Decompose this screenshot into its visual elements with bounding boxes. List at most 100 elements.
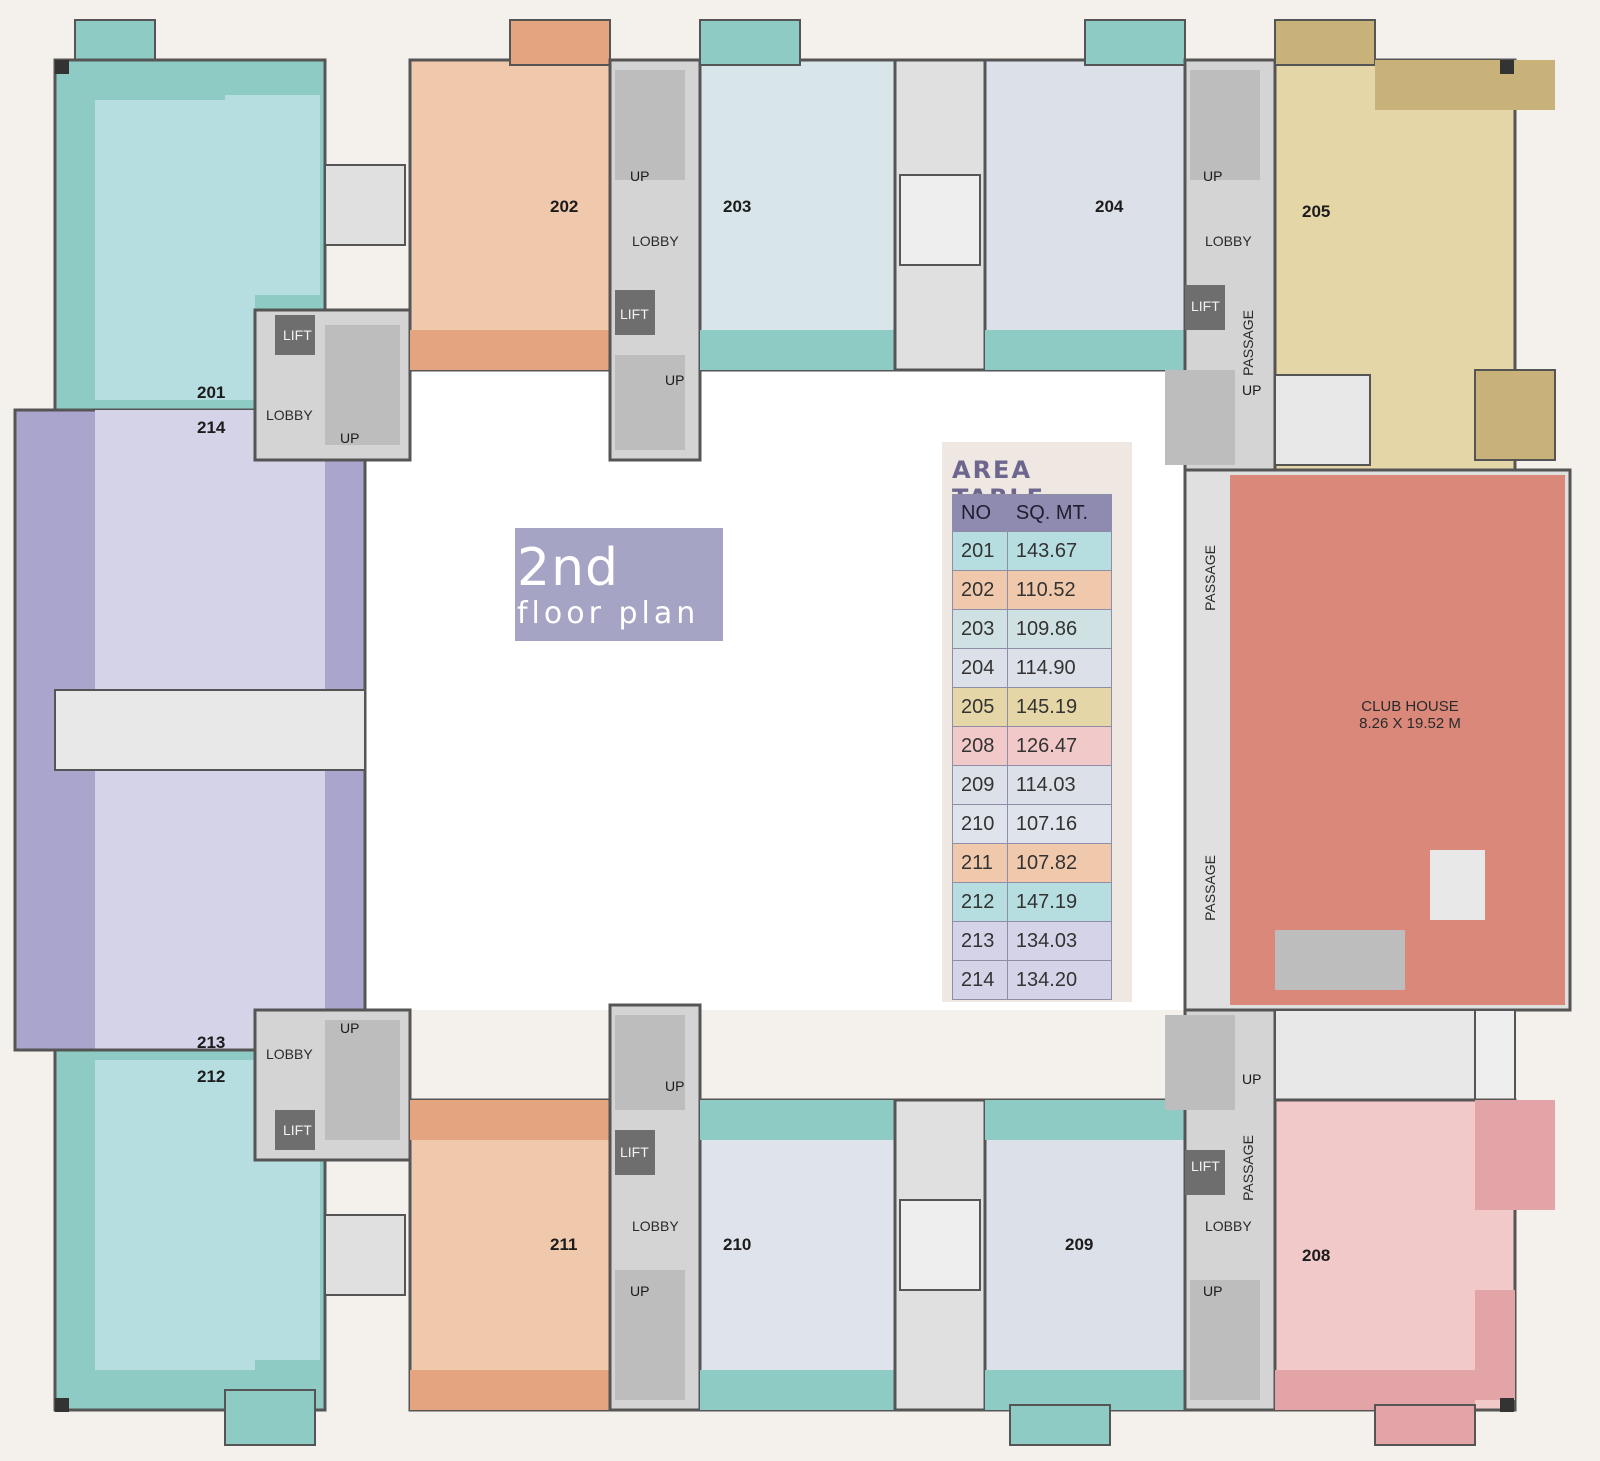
area-table-panel: AREA TABLE NO SQ. MT. 201143.67202110.52… — [942, 442, 1132, 1002]
area-table-cell-area: 114.90 — [1006, 648, 1113, 688]
area-table-cell-area: 145.19 — [1006, 687, 1113, 727]
lobby-label-top-2: LOBBY — [1205, 233, 1252, 249]
area-table-cell-area: 126.47 — [1006, 726, 1113, 766]
top-core-1 — [608, 58, 702, 462]
top-duct-1 — [893, 58, 987, 372]
unit-label-210: 210 — [723, 1235, 752, 1254]
up-label-bottom-2b: UP — [1203, 1283, 1223, 1299]
area-table-cell-no: 212 — [952, 882, 1008, 922]
area-table-cell-no: 210 — [952, 804, 1008, 844]
area-table-cell-area: 107.82 — [1006, 843, 1113, 883]
passage-label-club-lower: PASSAGE — [1202, 855, 1218, 921]
area-table-cell-no: 214 — [952, 960, 1008, 1000]
unit-214-213-block — [13, 408, 367, 1052]
unit-label-211: 211 — [550, 1235, 578, 1254]
unit-label-203: 203 — [723, 197, 752, 216]
unit-label-202: 202 — [550, 197, 579, 216]
unit-208-block — [1273, 1009, 1555, 1446]
up-label-top-1b: UP — [665, 372, 685, 388]
area-table-cell-no: 213 — [952, 921, 1008, 961]
club-house-block — [1183, 468, 1572, 1012]
corner-columns — [55, 60, 1514, 1412]
club-house-name: CLUB HOUSE — [1361, 698, 1459, 715]
area-table-cell-no: 203 — [952, 609, 1008, 649]
unit-209-block — [983, 1098, 1187, 1446]
area-table-cell-no: 201 — [952, 531, 1008, 571]
bottom-duct-1 — [893, 1098, 987, 1412]
area-table-header-row: NO SQ. MT. — [952, 494, 1113, 532]
unit-203-block — [698, 19, 897, 372]
unit-label-213: 213 — [197, 1033, 226, 1052]
area-table-cell-area: 143.67 — [1006, 531, 1113, 571]
up-label-bottom-1a: UP — [665, 1078, 685, 1094]
left-core — [253, 164, 412, 1296]
unit-label-208: 208 — [1302, 1246, 1331, 1265]
unit-label-205: 205 — [1302, 202, 1331, 221]
unit-label-201: 201 — [197, 383, 226, 402]
up-label-bottom-1b: UP — [630, 1283, 650, 1299]
area-table-cell-area: 147.19 — [1006, 882, 1113, 922]
plan-title-sub: floor plan — [517, 596, 700, 631]
lobby-label-bottom-1: LOBBY — [632, 1218, 679, 1234]
lift-label-bottom-2: LIFT — [1191, 1158, 1220, 1174]
unit-202-block — [408, 19, 612, 372]
up-label-top-2a: UP — [1203, 168, 1223, 184]
passage-label-club-upper: PASSAGE — [1202, 545, 1218, 611]
lift-label-top-2: LIFT — [1191, 298, 1220, 314]
up-label-bottom-2a: UP — [1242, 1071, 1262, 1087]
area-table-cell-no: 211 — [952, 843, 1008, 883]
area-table-header-no: NO — [952, 494, 1008, 532]
lobby-label-bottom-2: LOBBY — [1205, 1218, 1252, 1234]
lift-label-left-top: LIFT — [283, 327, 312, 343]
club-house-size: 8.26 X 19.52 M — [1359, 715, 1461, 732]
lift-label-bottom-1: LIFT — [620, 1144, 649, 1160]
up-label-left-top: UP — [340, 430, 360, 446]
lobby-label-left-top: LOBBY — [266, 407, 313, 423]
unit-label-209: 209 — [1065, 1235, 1094, 1254]
area-table-cell-area: 110.52 — [1006, 570, 1113, 610]
area-table-cell-no: 204 — [952, 648, 1008, 688]
unit-210-block — [698, 1098, 897, 1412]
passage-label-bottom: PASSAGE — [1240, 1135, 1256, 1201]
bottom-core-1 — [608, 1003, 702, 1412]
area-table-cell-no: 209 — [952, 765, 1008, 805]
unit-label-204: 204 — [1095, 197, 1124, 216]
plan-title-main: 2nd — [517, 538, 620, 598]
bottom-core-2 — [1165, 1008, 1277, 1412]
area-table-cell-no: 205 — [952, 687, 1008, 727]
area-table-header-area: SQ. MT. — [1006, 494, 1113, 532]
unit-label-214: 214 — [197, 418, 226, 437]
lobby-label-left-bottom: LOBBY — [266, 1046, 313, 1062]
area-table-cell-no: 208 — [952, 726, 1008, 766]
area-table-cell-area: 134.03 — [1006, 921, 1113, 961]
unit-205-block — [1273, 19, 1556, 472]
lobby-label-top-1: LOBBY — [632, 233, 679, 249]
unit-204-block — [983, 19, 1187, 372]
plan-title-box: 2nd floor plan — [515, 528, 723, 641]
up-label-top-1a: UP — [630, 168, 650, 184]
area-table-cell-area: 107.16 — [1006, 804, 1113, 844]
unit-label-212: 212 — [197, 1067, 226, 1086]
area-table-cell-area: 114.03 — [1006, 765, 1113, 805]
club-house-label: CLUB HOUSE 8.26 X 19.52 M — [1330, 698, 1490, 732]
area-table-cell-area: 134.20 — [1006, 960, 1113, 1000]
up-label-top-2b: UP — [1242, 382, 1262, 398]
top-core-2 — [1165, 58, 1277, 472]
lift-label-top-1: LIFT — [620, 306, 649, 322]
area-table-cell-no: 202 — [952, 570, 1008, 610]
lift-label-left-bottom: LIFT — [283, 1122, 312, 1138]
